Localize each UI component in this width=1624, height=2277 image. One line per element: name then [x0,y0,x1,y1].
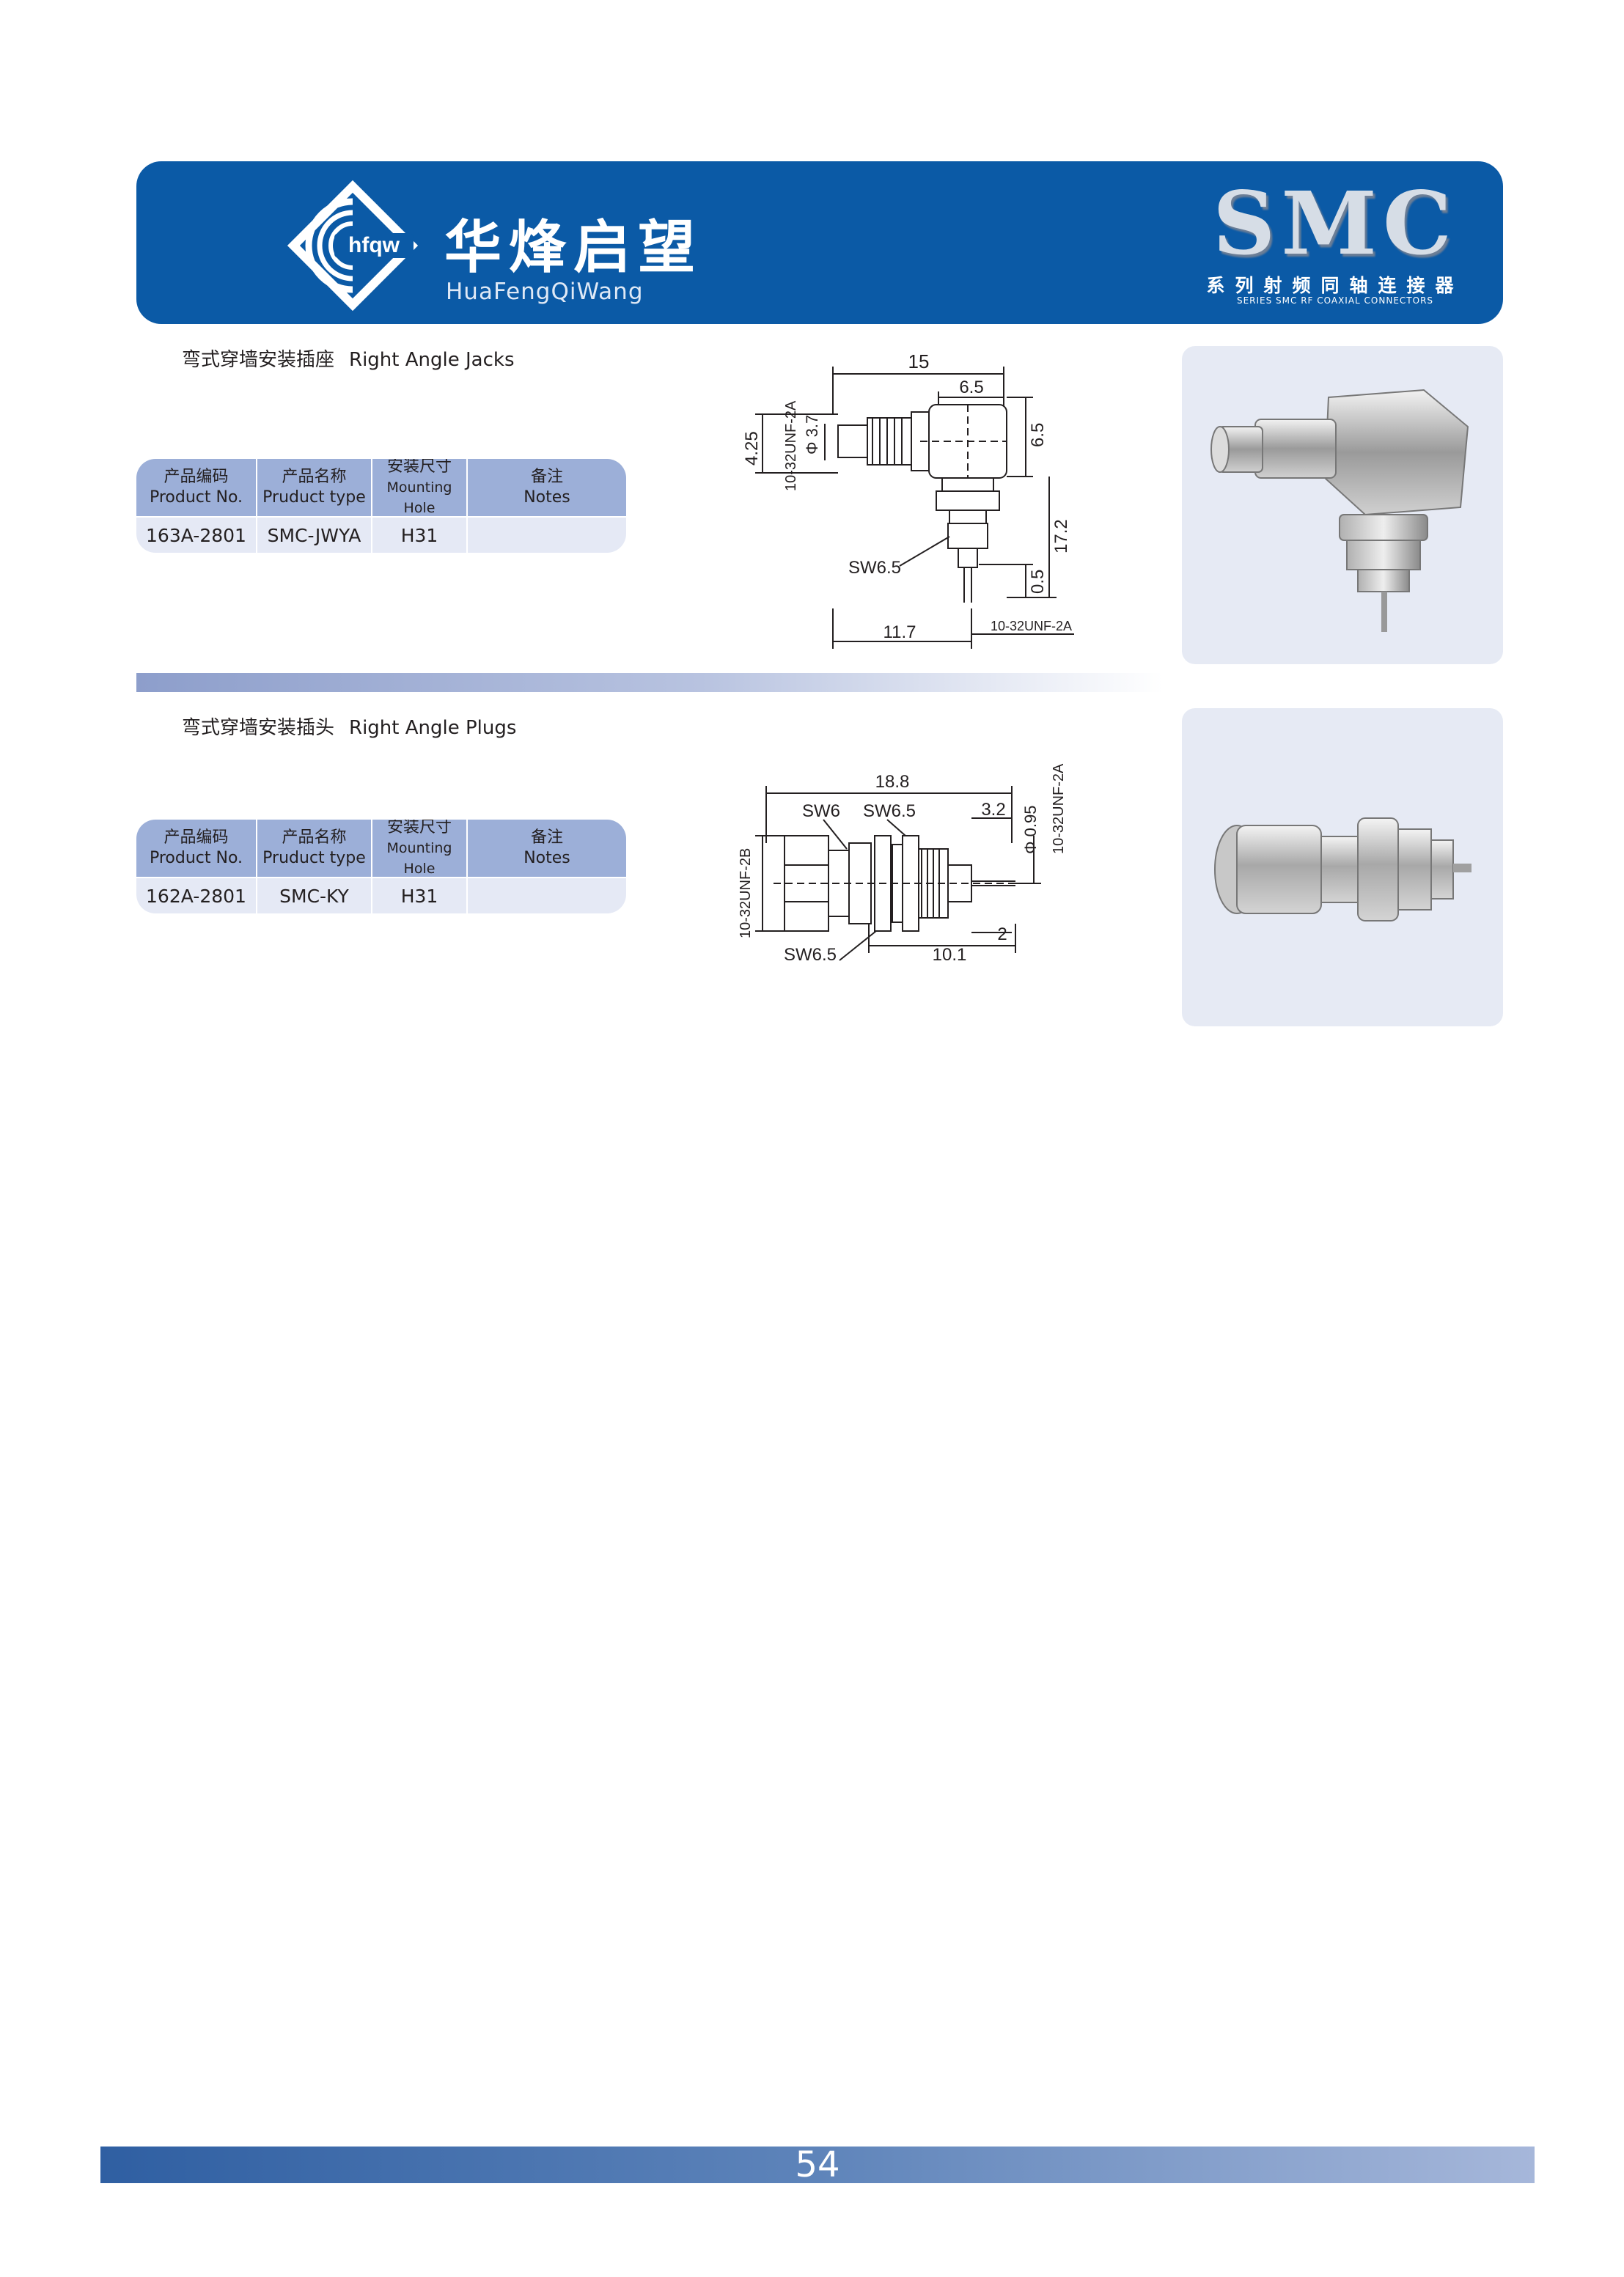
dim-thread-2b: 10-32UNF-2B [738,848,754,938]
dim-sw6-5: SW6.5 [848,558,901,578]
brand-name-en: HuaFengQiWang [446,279,644,305]
jack-dimension-drawing: 15 6.5 Φ 3.7 10-32UNF-2A 4.25 6.5 17.2 S… [742,350,1074,649]
dim-sw6-5-bottom: SW6.5 [784,945,837,965]
section-title-plugs: 弯式穿墙安装插头 Right Angle Plugs [182,713,516,740]
company-logo-icon: hfqw [283,176,422,315]
section-title-en: Right Angle Plugs [349,717,517,739]
cell-mounting-hole: H31 [372,518,468,553]
header-banner: hfqw 华烽启望 HuaFengQiWang SMC 系列射频同轴连接器 SE… [136,161,1503,324]
logo-text: hfqw [348,233,400,257]
cell-notes [468,518,626,553]
series-subtitle-en: SERIES SMC RF COAXIAL CONNECTORS [1236,295,1434,306]
dim-phi-0-95: Φ 0.95 [1021,806,1040,854]
product-photo-jack [1182,346,1503,664]
dim-18-8: 18.8 [875,772,910,792]
series-subtitle-cn: 系列射频同轴连接器 [1206,275,1464,296]
right-angle-plug-image [1214,817,1471,922]
cell-product-type: SMC-KY [257,878,372,913]
dim-0-5: 0.5 [1028,570,1048,594]
table-row: 163A-2801 SMC-JWYA H31 [136,518,626,553]
dim-thread-2: 10-32UNF-2A [991,619,1072,633]
cell-product-no: 162A-2801 [136,878,257,913]
cell-notes [468,878,626,913]
right-angle-jack-image [1210,389,1469,632]
dim-17-2: 17.2 [1051,519,1071,553]
cell-product-type: SMC-JWYA [257,518,372,553]
section-divider [136,673,1163,692]
dim-phi-3-7: Φ 3.7 [803,415,821,455]
dim-3-2: 3.2 [981,800,1005,820]
brand-name-cn: 华烽启望 [444,215,703,281]
section-title-en: Right Angle Jacks [349,349,515,371]
section-title-cn: 弯式穿墙安装插头 [182,717,335,739]
section-title-jacks: 弯式穿墙安装插座 Right Angle Jacks [182,345,515,372]
dim-10-1: 10.1 [933,945,967,965]
dim-thread-2a: 10-32UNF-2A [1051,763,1067,854]
footer-bar: 54 [100,2147,1535,2183]
cell-mounting-hole: H31 [372,878,468,913]
cell-product-no: 163A-2801 [136,518,257,553]
dim-4-25: 4.25 [742,431,762,466]
dim-2: 2 [997,924,1007,944]
plug-dimension-drawing: 18.8 SW6 SW6.5 3.2 Φ 0.95 10-32UNF-2A 10… [738,763,1067,965]
dim-thread-1: 10-32UNF-2A [783,400,799,491]
dim-sw6: SW6 [802,801,840,821]
dim-6-5-top: 6.5 [959,378,983,397]
dim-sw6-5-top: SW6.5 [863,801,916,821]
dim-11-7: 11.7 [883,622,916,642]
section-title-cn: 弯式穿墙安装插座 [182,349,335,371]
series-title: SMC [1213,172,1458,274]
page-number: 54 [795,2144,840,2185]
table-row: 162A-2801 SMC-KY H31 [136,878,626,913]
dim-15: 15 [908,350,930,372]
dim-6-5-right: 6.5 [1028,423,1048,447]
product-photo-plug [1182,708,1503,1026]
